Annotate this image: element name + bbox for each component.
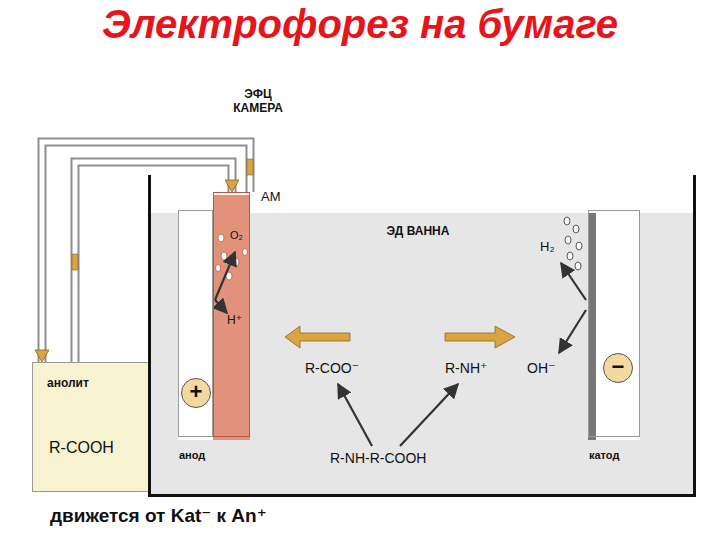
amino-acid-label: R-NH-R-COOH: [330, 450, 426, 466]
cation-migration-arrow: [445, 326, 515, 348]
tank-content: R-COOH: [49, 439, 114, 457]
membrane-fill: [213, 195, 250, 440]
cathode-plate: −катод: [588, 210, 640, 437]
anion-membrane: AMO₂H⁺: [213, 192, 250, 437]
anode-label: анод: [179, 449, 205, 462]
reaction-arrows: [215, 252, 586, 446]
anolyte-tank: анолитR-COOH: [32, 362, 150, 492]
tank-title: анолит: [47, 377, 89, 391]
cation-label: R-NH⁺: [445, 360, 487, 376]
proton-label: H⁺: [227, 314, 242, 328]
migration-note: движется от Kat⁻ к An⁺: [50, 505, 267, 527]
cathode-strip: [588, 213, 596, 440]
oxygen-label: O₂: [230, 229, 243, 242]
cathode-label: катод: [589, 449, 619, 462]
slide-title: Электрофорез на бумаге: [0, 2, 720, 46]
hydrogen-bubbles: [564, 217, 582, 270]
anode-plate-fill: [178, 213, 213, 440]
pipe-connector: [35, 142, 253, 362]
anode-sign: +: [181, 378, 211, 408]
anion-migration-arrow: [285, 326, 350, 348]
electrophoresis-bath: ЭД ВАННА+анодAMO₂H⁺−катод: [148, 175, 696, 497]
anode-plate: +анод: [178, 210, 213, 437]
bath-title: ЭД ВАННА: [383, 225, 453, 239]
membrane-label: AM: [261, 190, 281, 205]
hydroxide-label: OH⁻: [527, 360, 555, 376]
anion-label: R-COO⁻: [305, 360, 359, 376]
hydrogen-label: H₂: [540, 240, 554, 255]
cathode-plate-fill: [588, 213, 640, 440]
chamber-label: ЭФЦ КАМЕРА: [222, 88, 294, 116]
cathode-sign: −: [603, 353, 633, 383]
